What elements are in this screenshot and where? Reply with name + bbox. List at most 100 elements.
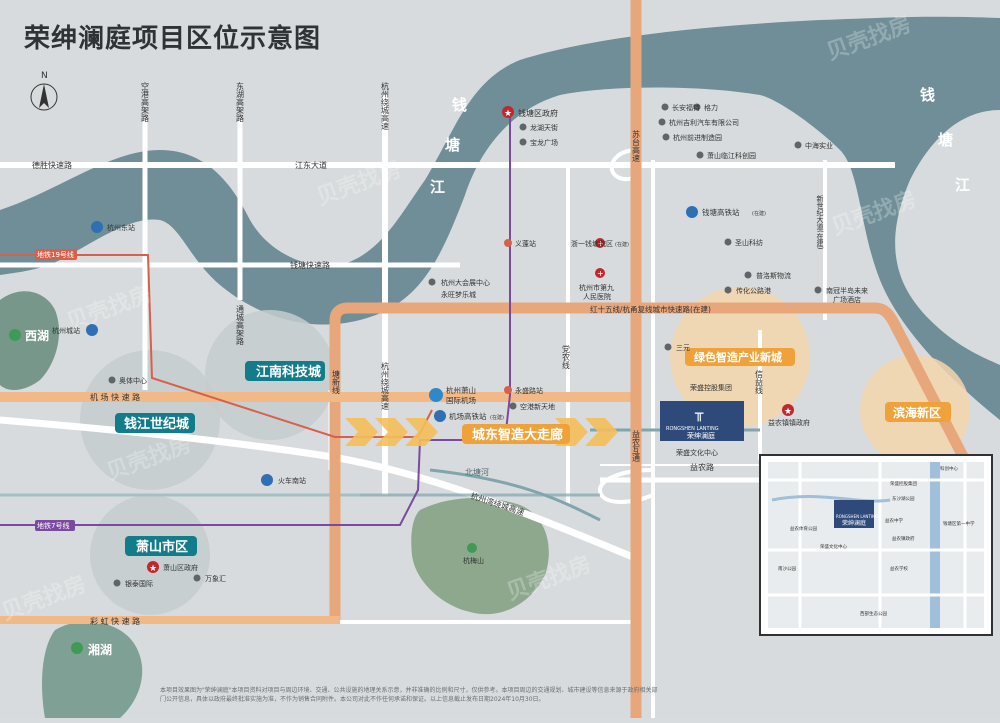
river-label-2: 塘 [445,136,460,154]
poi-airport-rail: 机场高铁站 [449,411,487,421]
road-label-hzraocheng: 杭州绕城高速 [381,81,390,131]
poi-yongwang: 永旺梦乐城 [441,290,476,299]
river-label-1: 钱 [452,96,467,114]
road-label-jichang: 机 场 快 速 路 [90,392,140,402]
poi-hangzhou-east: 杭州东站 [107,223,135,232]
svg-text:南沙公园: 南沙公园 [778,565,796,572]
poi-west-lake: 西湖 [25,328,49,343]
poi-jili: 杭州吉利汽车有限公司 [669,118,739,127]
river-east-label-1: 钱 [920,86,935,104]
road-label-xinyi: 信益线 [755,369,764,394]
road-label-xintang: 塘新线 [332,369,341,394]
north-arrow: N [30,71,58,111]
zone-qianjiang-century: 钱江世纪城 [124,416,189,432]
poi-qiantang-rail: 钱塘高铁站 [702,207,740,217]
road-label-beihe: 北塘河 [465,467,489,477]
poi-yinhai: 银泰国际 [125,579,153,588]
poi-ninth-hospital-1: 杭州市第九 [579,283,614,292]
svg-text:荣盛文化中心: 荣盛文化中心 [820,543,847,550]
project-marker: ╥ RONGSHEN LANTING 荣绅澜庭 [660,401,744,441]
metro-label-7: 地铁7号线 [37,521,69,530]
poi-rongsheng-culture: 荣盛文化中心 [676,448,718,457]
svg-text:╥: ╥ [694,406,704,422]
poi-airport-1: 杭州萧山 [446,385,476,395]
svg-text:★: ★ [504,109,512,119]
svg-text:钱塘区第一中学: 钱塘区第一中学 [943,520,975,527]
poi-yinong-gov: 益农镇镇政府 [768,418,810,427]
svg-text:益农镇政府: 益农镇政府 [892,535,915,542]
svg-text:东沙湖公园: 东沙湖公园 [892,495,915,502]
corridor-arrows [345,418,618,446]
zone-green-industry: 绿色智造产业新城 [694,350,782,364]
poi-geli: 格力 [704,103,718,112]
poi-zhonghang: 中海实业 [805,141,833,150]
poi-nanyan-1: 南冠半岛未来 [826,286,868,295]
metro-label-19: 地铁19号线 [37,250,74,259]
poi-first-hospital-sub: (在建) [615,241,629,248]
poi-xiaoshan-linjiang: 萧山临江科创园 [707,151,756,160]
svg-text:+: + [597,239,604,248]
footnote: 本项目效果图为"荣绅澜庭"本项目资料对项目与周边环境、交通、公共设施的地理关系示… [160,687,658,703]
poi-big-theatre: 杭州大会展中心 [441,278,490,287]
poi-longhu: 龙湖天街 [530,123,558,132]
poi-qiantang-rail-sub: (在建) [752,210,766,217]
road-label-sugao: 苏台高速 [632,129,641,163]
poi-qiantang-gov: 钱塘区政府 [518,108,558,118]
road-label-xinshiji: 新世纪大道(在建) [816,194,824,250]
poi-airport-2: 国际机场 [446,395,476,405]
inset-map: RONGSHEN LANTING 荣绅澜庭 益农体育公园 东沙湖公园 荣盛文化中… [759,454,993,636]
poi-yiyun: 义蓬站 [515,239,536,248]
poi-nanyan-2: 广场酒店 [833,295,861,304]
zone-binhai: 滨海新区 [893,405,941,420]
hangmei-mountain [411,498,549,615]
poi-city-station: 杭州城站 [52,326,80,335]
road-label-jiangdong: 江东大道 [295,160,327,170]
poi-yanjia: 杭州前进制造园 [673,133,722,142]
road-label-dangnong: 党农线 [562,344,571,369]
poi-sanyuan: 三元 [676,344,690,352]
west-lake [0,291,60,390]
poi-airport-rail-sub: (在建) [490,414,504,421]
road-label-hzrao2: 杭州绕城高速 [381,361,390,411]
zone-corridor: 城东智造大走廊 [472,427,563,443]
road-label-yinong-hutong: 益农互通 [632,429,641,463]
svg-text:RONGSHEN LANTING: RONGSHEN LANTING [666,426,719,432]
poi-pushang: 普洛斯物流 [756,271,791,280]
poi-airport-new: 空港新天地 [520,402,555,411]
road-label-kongjiang: 空港高架路 [141,81,150,122]
river-east-label-2: 塘 [938,131,953,149]
svg-text:荣盛控股集团: 荣盛控股集团 [890,480,917,487]
road-label-desheng: 德胜快速路 [32,160,72,170]
poi-xiang-lake: 湘湖 [88,642,112,657]
svg-text:西部生态公园: 西部生态公园 [860,610,887,617]
road-label-yinong: 益农路 [690,462,714,472]
ring-15-route [329,302,975,620]
poi-chuanhua: 传化公路港 [736,286,771,295]
poi-olympic: 奥体中心 [119,376,147,385]
svg-text:N: N [41,71,48,81]
poi-baolong: 宝龙广场 [530,138,558,147]
zone-xiaoshan-city: 萧山市区 [136,539,188,555]
poi-rongsheng-ctrl: 荣盛控股集团 [690,383,732,392]
poi-changan: 长安福特 [672,103,700,112]
river-label-3: 江 [430,178,445,196]
poi-shengshan: 圣山科纺 [735,238,763,247]
svg-text:+: + [597,269,604,278]
poi-hangmei: 杭梅山 [463,556,484,565]
poi-markers: ★ ★ ★ + + [9,103,822,654]
svg-text:科创中心: 科创中心 [940,465,958,472]
svg-text:益农体育公园: 益农体育公园 [790,525,817,532]
page-title: 荣绅澜庭项目区位示意图 [24,24,322,54]
svg-text:RONGSHEN LANTING: RONGSHEN LANTING [836,514,878,519]
road-label-caihong: 彩 虹 快 速 路 [90,616,140,626]
poi-ninth-hospital-2: 人民医院 [583,292,611,301]
poi-first-hospital: 浙一钱塘院区 [571,239,613,248]
svg-text:★: ★ [149,564,157,574]
road-label-dongjiang: 东湖高架路 [236,81,245,122]
road-label-ring15: 红十五线/杭甬复线城市快速路(在建) [590,304,711,314]
svg-text:荣绅澜庭: 荣绅澜庭 [842,519,866,527]
poi-xiaoshan-gov: 萧山区政府 [163,563,198,572]
xiang-lake [42,621,143,718]
svg-text:荣绅澜庭: 荣绅澜庭 [687,431,715,440]
